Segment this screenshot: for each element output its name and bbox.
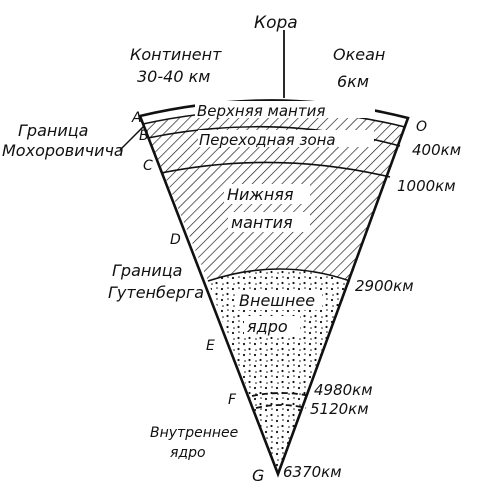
outer-core-label-1: Внешнее (239, 291, 315, 310)
core-region (208, 269, 350, 474)
crust-label: Кора (254, 13, 298, 33)
boundary-4980km-line (251, 392, 312, 397)
ocean-depth-label: 6км (337, 72, 369, 91)
depth-1000km: 1000км (397, 177, 456, 195)
letter-d: D (170, 232, 181, 248)
continent-depth-label: 30-40 км (137, 67, 210, 86)
moho-label-1: Граница (18, 121, 88, 140)
inner-core-label-2: ядро (170, 445, 206, 461)
boundary-1000km-line (160, 161, 391, 178)
moho-pointer-line (119, 125, 145, 151)
inner-core-label-1: Внутреннее (150, 425, 238, 441)
upper-mantle-label: Верхняя мантия (197, 102, 325, 120)
depth-2900km: 2900км (355, 277, 414, 295)
gutenberg-label-2: Гутенберга (108, 283, 204, 302)
depth-400km: 400км (412, 141, 461, 159)
moho-label-2: Мохоровичича (2, 141, 124, 160)
depth-4980km: 4980км (314, 381, 373, 399)
letter-o: O (416, 119, 427, 135)
lower-mantle-label-1: Нижняя (227, 185, 294, 204)
lower-mantle-label-2: мантия (231, 213, 293, 232)
letter-a: A (131, 110, 142, 126)
continent-label: Континент (130, 45, 222, 64)
letter-g: G (252, 466, 264, 485)
transition-zone-label: Переходная зона (199, 131, 336, 149)
letter-b: B (139, 128, 149, 144)
gutenberg-boundary-line (207, 268, 351, 282)
letter-f: F (228, 392, 237, 408)
boundary-5120km-line (255, 404, 307, 409)
letter-c: C (143, 158, 153, 174)
depth-6370km: 6370км (283, 463, 342, 481)
sector-outline (138, 99, 410, 478)
letter-e: E (206, 338, 215, 354)
outer-core-label-2: ядро (247, 317, 288, 336)
depth-5120km: 5120км (310, 400, 369, 418)
gutenberg-label-1: Граница (112, 261, 182, 280)
ocean-label: Океан (333, 45, 385, 64)
